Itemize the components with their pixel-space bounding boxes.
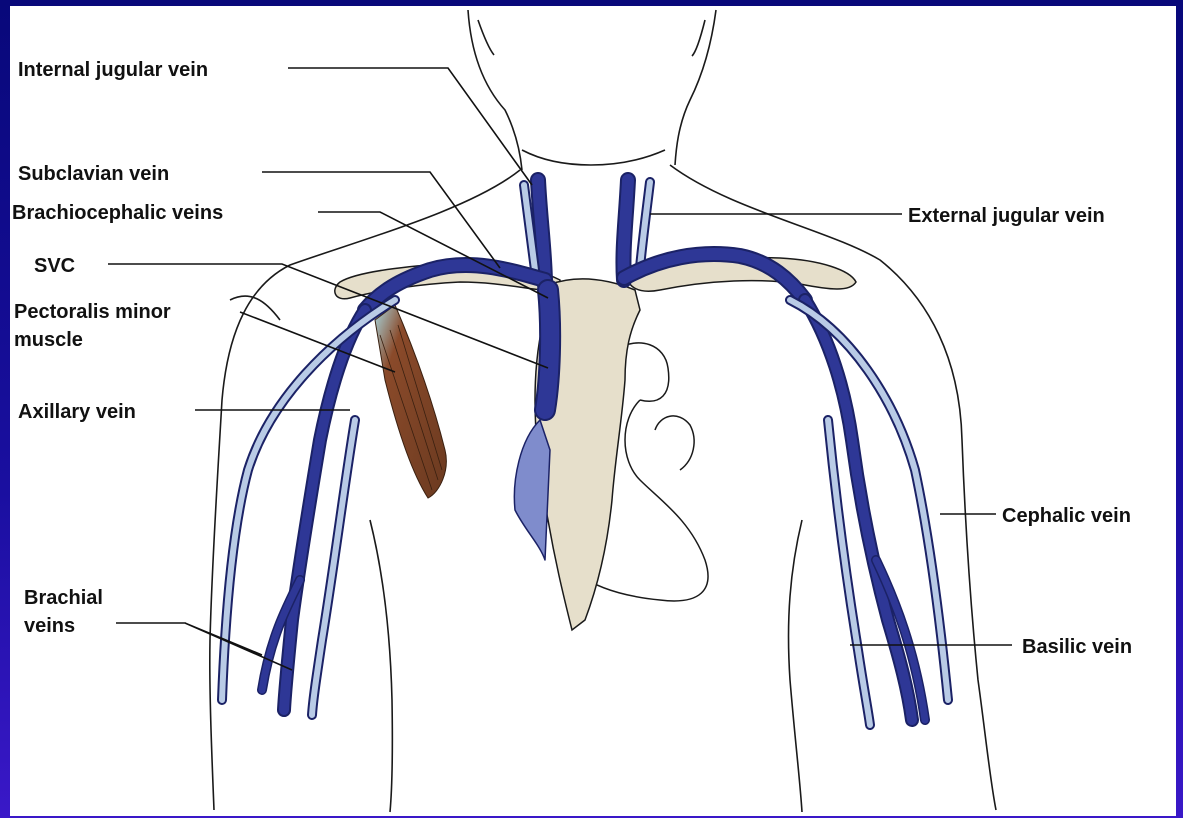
label-brachial-line2: veins [24,615,75,637]
label-cephalic-vein: Cephalic vein [1002,505,1131,527]
label-brachiocephalic-veins: Brachiocephalic veins [12,202,223,224]
label-svc: SVC [34,255,75,277]
label-external-jugular-vein: External jugular vein [908,205,1105,227]
label-pectoralis-minor-line2: muscle [14,329,83,351]
label-pectoralis-minor-line1: Pectoralis minor [14,301,171,323]
pectoralis-minor-muscle [375,305,446,498]
label-brachial-line1: Brachial [24,587,103,609]
leader-subclavian [262,172,500,268]
leader-internal-jugular [288,68,532,185]
label-internal-jugular-vein: Internal jugular vein [18,59,208,81]
label-basilic-vein: Basilic vein [1022,636,1132,658]
label-axillary-vein: Axillary vein [18,401,136,423]
label-subclavian-vein: Subclavian vein [18,163,169,185]
